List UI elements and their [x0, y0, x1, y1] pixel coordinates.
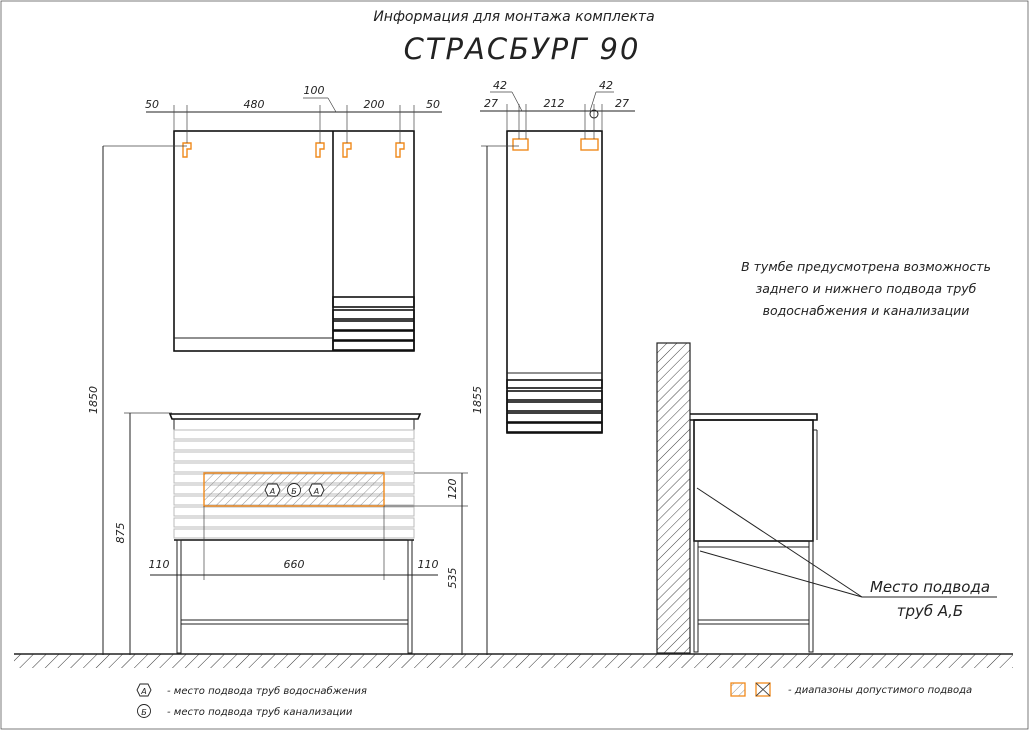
- note-line: водоснабжения и канализации: [763, 303, 970, 318]
- pipe-markers: А Б А: [264, 483, 325, 497]
- marker-a-icon: [264, 483, 281, 497]
- front-cabinet: [173, 130, 415, 352]
- legend-text: - место подвода труб канализации: [167, 706, 353, 718]
- dim-label: 27: [615, 97, 629, 110]
- mount-hook-icon: [315, 142, 325, 158]
- callout-line: Место подвода: [870, 578, 990, 596]
- water-supply-icon: [136, 683, 152, 697]
- marker-label: А: [269, 487, 275, 496]
- dim-label: 110: [149, 558, 170, 571]
- dim-label: 212: [544, 97, 565, 110]
- page-title: СТРАСБУРГ 90: [404, 32, 641, 66]
- dim-label: 1855: [471, 386, 484, 414]
- zone-dimensions: 120 535: [384, 472, 468, 655]
- marker-b-icon: [287, 483, 301, 497]
- sewage-icon: [137, 704, 151, 718]
- dim-label: 120: [446, 479, 459, 500]
- dim-label: 50: [145, 98, 159, 111]
- subtitle: Информация для монтажа комплекта: [373, 9, 654, 25]
- side-cabinet: [506, 130, 603, 434]
- mount-hook-icon: [395, 142, 405, 158]
- dim-label: 27: [484, 97, 498, 110]
- dim-label: 1850: [87, 386, 100, 414]
- dim-label: 50: [426, 98, 440, 111]
- front-vanity: А Б А: [168, 413, 422, 654]
- note-line: заднего и нижнего подвода труб: [756, 281, 977, 296]
- dim-label: 535: [446, 568, 459, 589]
- dim-label: 42: [599, 79, 613, 92]
- side-height-dimension: 1855: [471, 145, 519, 655]
- dim-label: 480: [244, 98, 265, 111]
- mount-hook-icon: [342, 142, 352, 158]
- legend-symbol: Б: [141, 708, 147, 717]
- vanity-height-dimension: 875: [114, 412, 172, 655]
- dim-label: 100: [304, 84, 325, 97]
- side-bracket-icon: [580, 138, 599, 151]
- dim-label: 875: [114, 523, 127, 544]
- range-hatch-icon: [730, 682, 746, 697]
- callout-line: труб А,Б: [897, 602, 963, 620]
- legend-symbol: А: [140, 687, 146, 696]
- legend-text: - диапазоны допустимого подвода: [788, 685, 972, 696]
- mount-hook-icon: [182, 142, 192, 158]
- side-bracket-icon: [512, 138, 529, 151]
- note-line: В тумбе предусмотрена возможность: [741, 259, 991, 274]
- marker-label: А: [313, 487, 319, 496]
- dim-label: 660: [284, 558, 305, 571]
- side-shelves: [506, 379, 603, 433]
- dim-label: 110: [418, 558, 439, 571]
- dim-label: 200: [364, 98, 385, 111]
- cabinet-shelves: [332, 296, 415, 351]
- marker-a-icon: [308, 483, 325, 497]
- front-height-dimension: 1850: [87, 145, 187, 655]
- section-view: [656, 342, 997, 654]
- wall-section: [656, 342, 691, 654]
- floor: [14, 653, 1013, 668]
- bottom-dimensions: 110 660 110: [149, 506, 439, 580]
- dim-label: 42: [493, 79, 507, 92]
- front-top-dimensions: 50 480 100 200 50: [145, 84, 442, 143]
- side-top-dimensions: 42 42 27 212 27: [480, 79, 635, 139]
- legend: А - место подвода труб водоснабжения Б -…: [136, 682, 972, 718]
- marker-label: Б: [291, 487, 297, 496]
- legend-text: - место подвода труб водоснабжения: [167, 685, 367, 697]
